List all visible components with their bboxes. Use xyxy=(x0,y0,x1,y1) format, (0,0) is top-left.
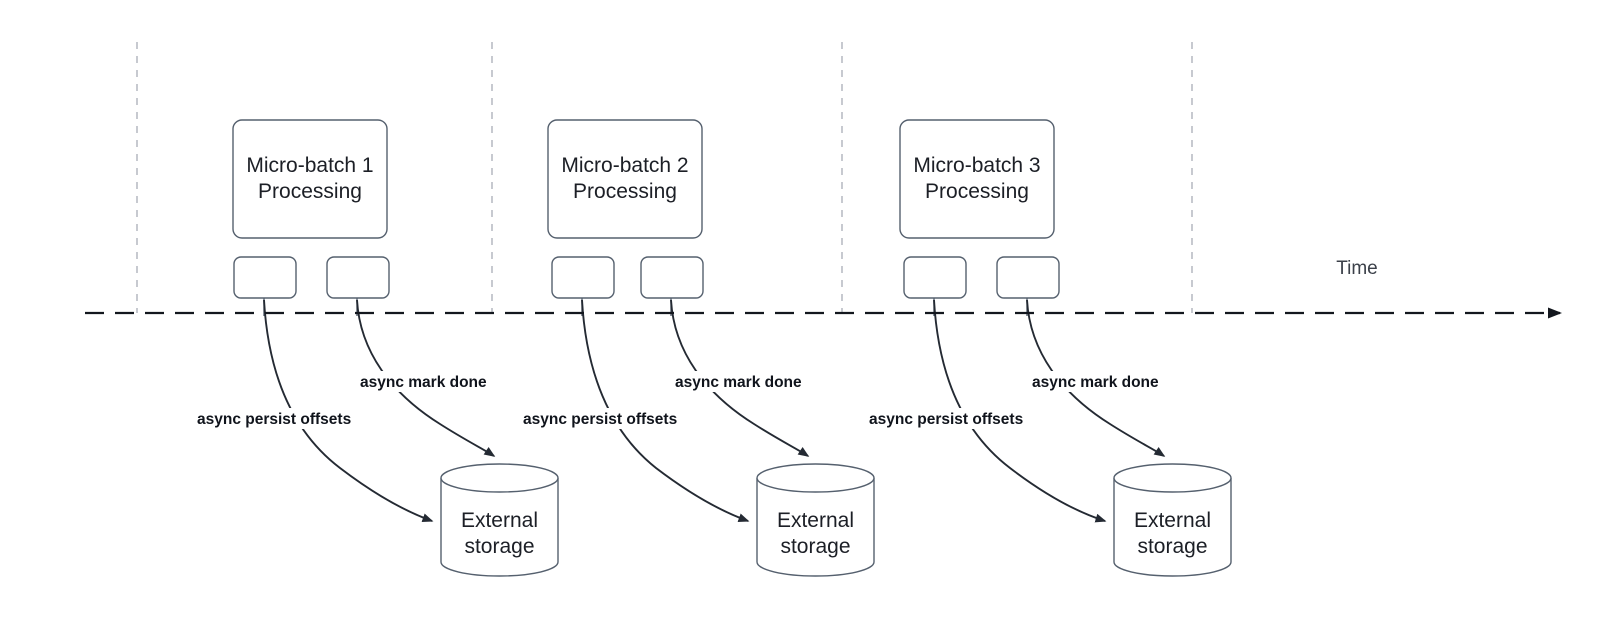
micro-batch-box[interactable] xyxy=(547,119,703,239)
persist-offsets-label-bg xyxy=(193,408,375,429)
persist-offsets-edge xyxy=(933,299,1107,523)
divider-lines xyxy=(136,42,1193,313)
micro-batch-box[interactable] xyxy=(899,119,1055,239)
persist-offsets-edge xyxy=(581,299,750,522)
micro-batch-box[interactable] xyxy=(232,119,388,239)
persist-offsets-label: async persist offsets xyxy=(523,411,677,428)
persist-offsets-label: async persist offsets xyxy=(869,411,1023,428)
task-box-right[interactable] xyxy=(640,256,704,299)
micro-batch-label-line1: Micro-batch 3 xyxy=(913,154,1040,177)
group-2: Micro-batch 2 Processing External storag… xyxy=(519,119,875,577)
mark-done-edge xyxy=(356,299,496,457)
cylinder-external-storage[interactable]: External storage xyxy=(756,463,875,577)
persist-offsets-label-bg xyxy=(865,408,1047,429)
storage-label-line1: External xyxy=(461,509,538,532)
micro-batch-label-line1: Micro-batch 1 xyxy=(246,154,373,177)
cylinder-external-storage[interactable]: External storage xyxy=(1113,463,1232,577)
micro-batch-label-line2: Processing xyxy=(573,180,677,203)
persist-offsets-label: async persist offsets xyxy=(197,411,351,428)
persist-offsets-label-bg xyxy=(519,408,701,429)
mark-done-label-bg xyxy=(671,371,817,392)
mark-done-label: async mark done xyxy=(675,374,802,391)
micro-batch-label-line2: Processing xyxy=(258,180,362,203)
task-box-right[interactable] xyxy=(996,256,1060,299)
cylinder-body xyxy=(756,478,875,577)
task-box-left[interactable] xyxy=(551,256,615,299)
timeline-axis: Time xyxy=(85,258,1562,319)
group-3: Micro-batch 3 Processing External storag… xyxy=(865,119,1232,577)
mark-done-label: async mark done xyxy=(360,374,487,391)
mark-done-edge xyxy=(670,299,810,457)
time-axis-label: Time xyxy=(1336,258,1378,279)
micro-batch-label-line2: Processing xyxy=(925,180,1029,203)
mark-done-label-bg xyxy=(356,371,502,392)
persist-offsets-edge xyxy=(263,299,434,522)
group-1: Micro-batch 1 Processing External storag… xyxy=(193,119,559,577)
task-box-right[interactable] xyxy=(326,256,390,299)
storage-label-line2: storage xyxy=(464,535,534,558)
mark-done-label: async mark done xyxy=(1032,374,1159,391)
storage-label-line1: External xyxy=(1134,509,1211,532)
cylinder-external-storage[interactable]: External storage xyxy=(440,463,559,577)
task-box-left[interactable] xyxy=(903,256,967,299)
mark-done-label-bg xyxy=(1028,371,1174,392)
storage-label-line2: storage xyxy=(780,535,850,558)
cylinder-top xyxy=(440,463,559,493)
mark-done-edge xyxy=(1026,299,1166,457)
storage-label-line2: storage xyxy=(1137,535,1207,558)
cylinder-top xyxy=(756,463,875,493)
task-box-left[interactable] xyxy=(233,256,297,299)
micro-batch-label-line1: Micro-batch 2 xyxy=(561,154,688,177)
storage-label-line1: External xyxy=(777,509,854,532)
cylinder-body xyxy=(440,478,559,577)
cylinder-top xyxy=(1113,463,1232,493)
cylinder-body xyxy=(1113,478,1232,577)
